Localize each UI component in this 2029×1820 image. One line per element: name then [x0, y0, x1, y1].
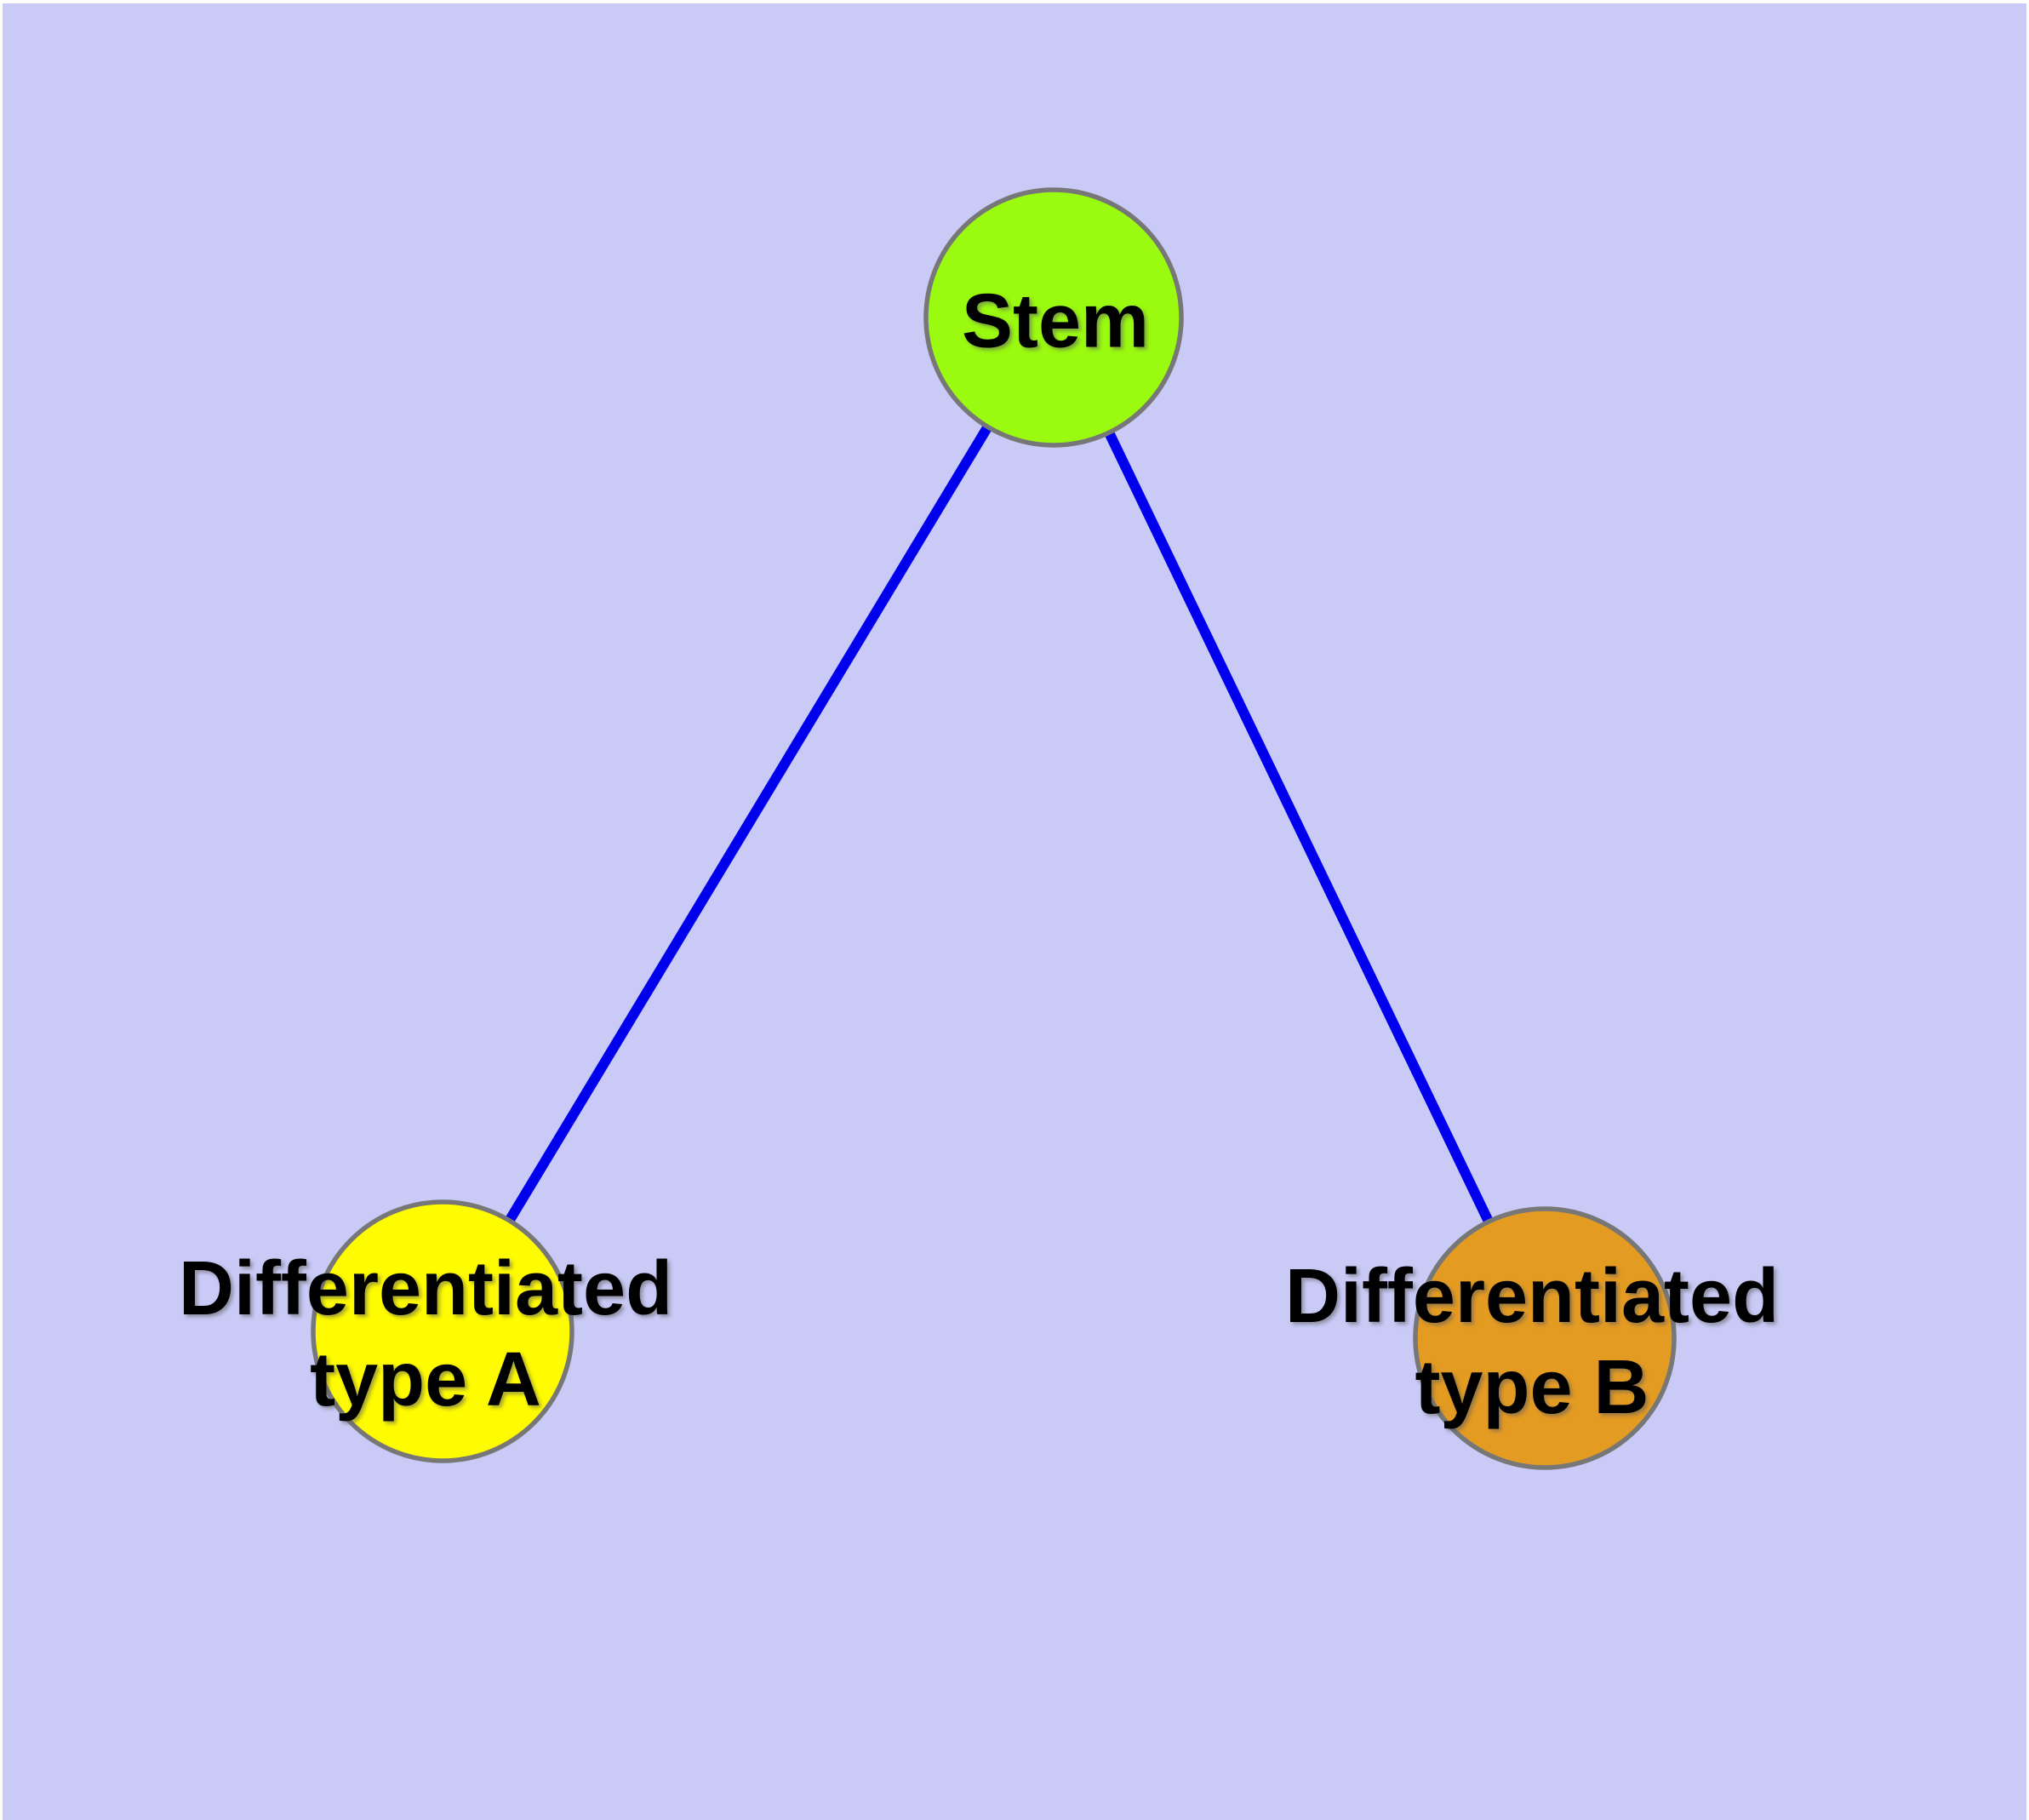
stem-node-circle: [923, 187, 1184, 448]
edge-stem-to-type-a: [437, 314, 1059, 1335]
type-a-node-circle: [311, 1199, 574, 1463]
type-b-node-circle: [1413, 1206, 1677, 1470]
edge-stem-to-type-b: [1049, 315, 1550, 1341]
